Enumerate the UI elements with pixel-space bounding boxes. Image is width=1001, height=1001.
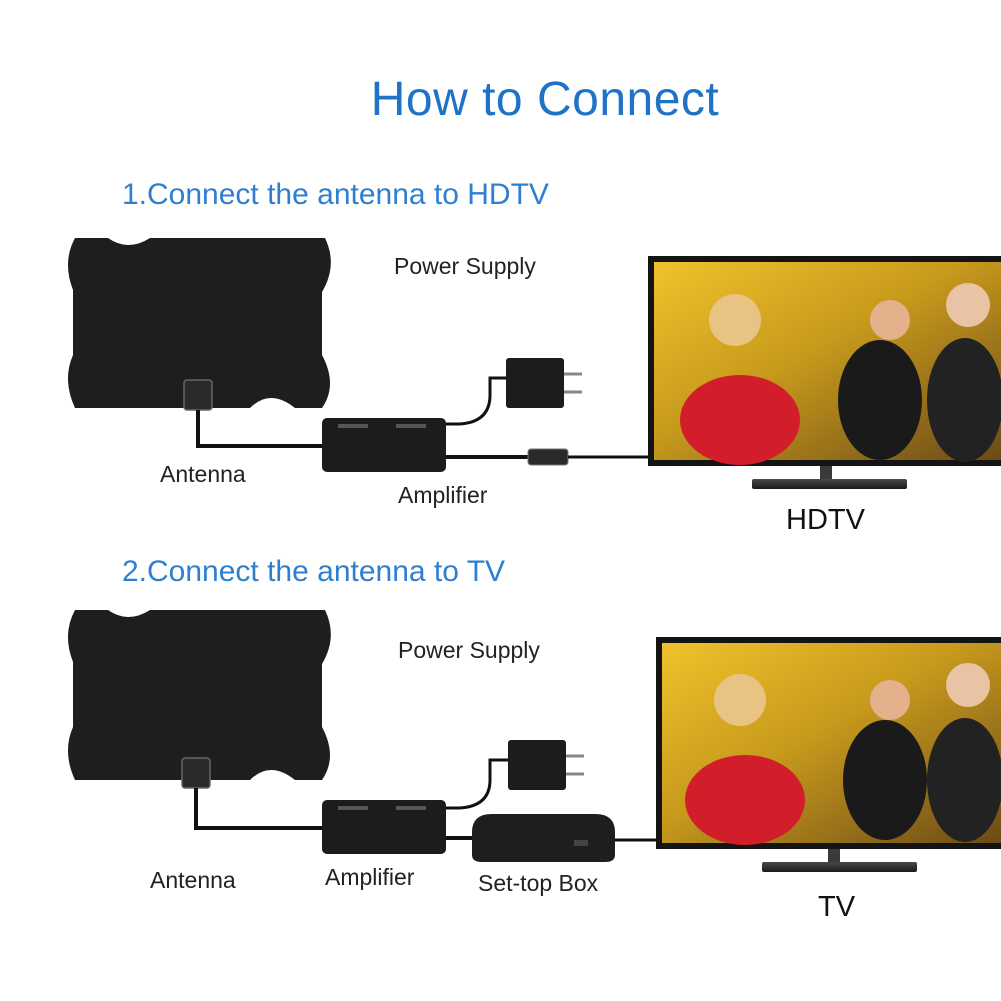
- step2-heading: 2.Connect the antenna to TV: [122, 555, 506, 588]
- step1-amplifier-label: Amplifier: [398, 482, 488, 508]
- step1-heading: 1.Connect the antenna to HDTV: [122, 178, 549, 211]
- antenna-cable: [194, 788, 325, 830]
- step2-amplifier-label: Amplifier: [325, 864, 415, 890]
- hdtv-stand-base: [752, 479, 907, 489]
- step2-set-top-box-label: Set-top Box: [478, 870, 599, 896]
- step1-power-supply-label: Power Supply: [394, 253, 536, 279]
- page-title: How to Connect: [370, 73, 720, 126]
- step2-diagram: [67, 610, 1001, 872]
- coax-connector: [527, 448, 569, 466]
- power-adapter: [508, 740, 566, 790]
- power-cable: [446, 376, 506, 426]
- antenna-cable: [196, 410, 325, 448]
- step1-diagram: [67, 238, 1001, 489]
- antenna-panel: [67, 238, 331, 408]
- step2-tv-label: TV: [818, 891, 856, 923]
- hdtv-stand-neck: [820, 466, 832, 480]
- amplifier-box: [322, 418, 446, 472]
- step1-hdtv-label: HDTV: [786, 504, 865, 536]
- tv-stand-base: [762, 862, 917, 872]
- amplifier-box: [322, 800, 446, 854]
- step2-power-supply-label: Power Supply: [398, 637, 540, 663]
- step1-antenna-label: Antenna: [160, 461, 246, 487]
- antenna-connector: [183, 379, 213, 411]
- antenna-connector: [181, 757, 211, 789]
- power-adapter: [506, 358, 564, 408]
- power-cable: [446, 758, 508, 810]
- step2-antenna-label: Antenna: [150, 867, 236, 893]
- antenna-panel: [67, 610, 331, 780]
- set-top-box: [472, 814, 615, 862]
- tv-stand-neck: [828, 849, 840, 863]
